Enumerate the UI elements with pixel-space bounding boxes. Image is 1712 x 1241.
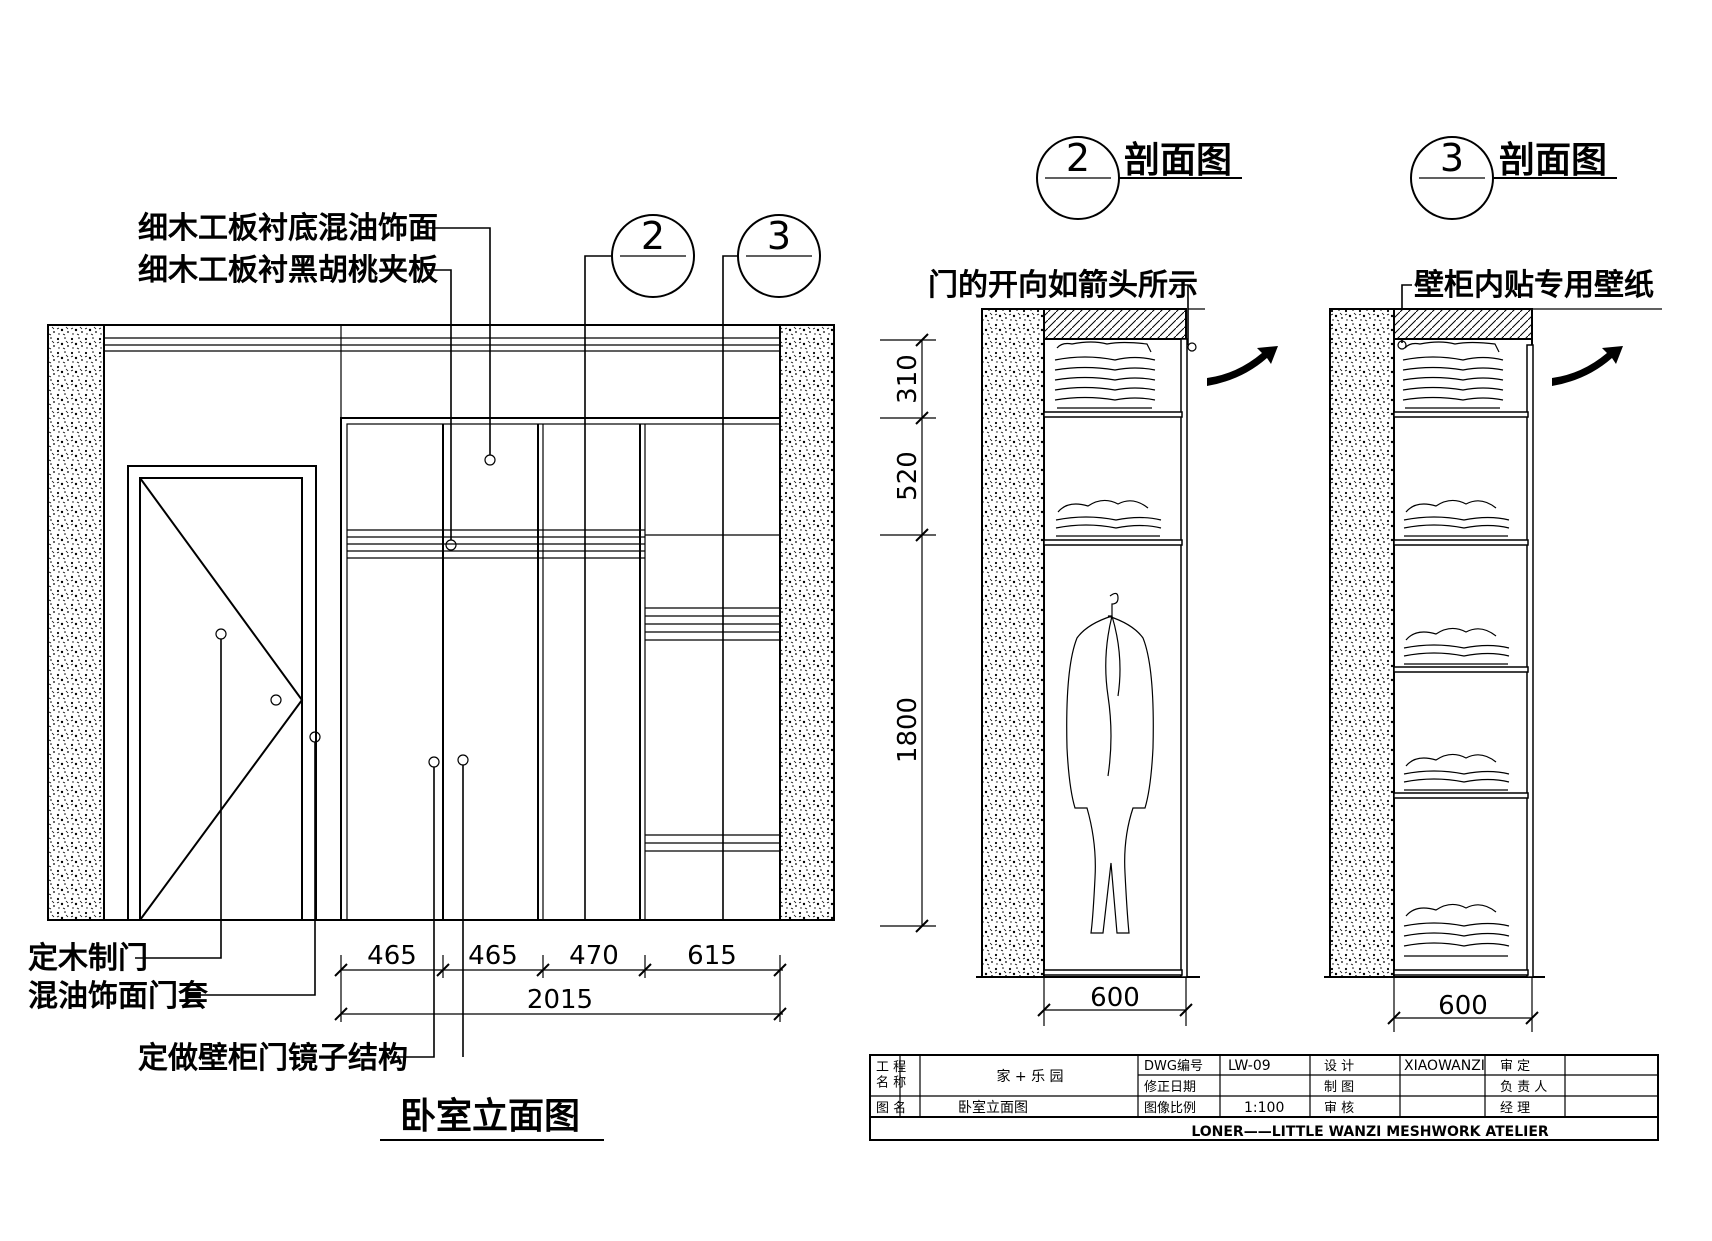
svg-text:DWG编号: DWG编号 — [1144, 1059, 1203, 1074]
section-2-bubble[interactable]: 2 — [1036, 136, 1120, 220]
svg-text:审 核: 审 核 — [1324, 1101, 1354, 1116]
svg-text:设 计: 设 计 — [1324, 1059, 1354, 1074]
section-3-title: 剖面图 — [1499, 140, 1607, 181]
folded-clothes-icon — [1403, 499, 1510, 537]
svg-text:XIAOWANZI: XIAOWANZI — [1404, 1058, 1485, 1074]
studio-name: LONER——LITTLE WANZI MESHWORK ATELIER — [1191, 1124, 1549, 1140]
svg-text:465: 465 — [367, 941, 417, 971]
section-3-wall — [1329, 308, 1395, 978]
wardrobe-frame — [340, 417, 781, 921]
svg-text:465: 465 — [468, 941, 518, 971]
folded-clothes-icon — [1402, 341, 1504, 409]
svg-text:经 理: 经 理 — [1500, 1101, 1530, 1116]
section-2-note: 门的开向如箭头所示 — [928, 268, 1198, 303]
svg-text:2: 2 — [1066, 136, 1090, 180]
svg-text:2: 2 — [641, 214, 665, 258]
right-wall-hatch — [779, 324, 835, 921]
left-wall-hatch — [47, 324, 105, 921]
hanging-coat-icon — [1066, 592, 1154, 934]
section-2-wall — [981, 308, 1045, 978]
svg-text:修正日期: 修正日期 — [1144, 1080, 1196, 1095]
svg-text:图像比例: 图像比例 — [1144, 1101, 1196, 1116]
svg-text:520: 520 — [893, 451, 923, 501]
svg-text:工 程名 称: 工 程名 称 — [876, 1060, 906, 1091]
svg-text:615: 615 — [687, 941, 737, 971]
section-3-bubble[interactable]: 3 — [1410, 136, 1494, 220]
elevation-bubble-3[interactable]: 3 — [737, 214, 821, 298]
svg-text:LW-09: LW-09 — [1228, 1058, 1271, 1074]
folded-clothes-icon — [1403, 627, 1510, 665]
section-3-note: 壁柜内贴专用壁纸 — [1414, 268, 1654, 303]
elevation-dimensions: 465 465 470 615 2015 — [334, 941, 787, 1022]
svg-text:家 + 乐 园: 家 + 乐 园 — [996, 1068, 1063, 1085]
svg-text:2015: 2015 — [527, 985, 593, 1015]
svg-text:1800: 1800 — [893, 697, 923, 763]
title-block: 工 程名 称 家 + 乐 园 图 名 卧室立面图 DWG编号 LW-09 修正日… — [869, 1054, 1659, 1141]
svg-text:310: 310 — [893, 354, 923, 404]
svg-text:审 定: 审 定 — [1500, 1059, 1530, 1074]
section-2-view: 2 剖面图 门的开向如箭头所示 — [880, 136, 1278, 1026]
folded-clothes-icon — [1403, 753, 1510, 791]
section-3-view: 3 剖面图 壁柜内贴专用壁纸 — [1324, 136, 1662, 1032]
svg-text:负 责 人: 负 责 人 — [1500, 1080, 1547, 1095]
svg-text:1:100: 1:100 — [1244, 1100, 1284, 1116]
svg-text:3: 3 — [1440, 136, 1464, 180]
folded-clothes-icon — [1403, 903, 1510, 957]
section-2-dimensions: 310 520 1800 600 — [880, 333, 1193, 1026]
section-3-dimensions: 600 — [1387, 977, 1539, 1032]
elevation-title: 卧室立面图 — [400, 1096, 580, 1137]
door-swing-arrow-icon — [1552, 346, 1623, 386]
svg-text:470: 470 — [569, 941, 619, 971]
svg-text:卧室立面图: 卧室立面图 — [958, 1099, 1028, 1116]
svg-text:600: 600 — [1438, 991, 1488, 1021]
label-walnut-veneer: 细木工板衬黑胡桃夹板 — [138, 253, 438, 288]
elevation-bubble-2[interactable]: 2 — [611, 214, 695, 298]
svg-text:3: 3 — [767, 214, 791, 258]
label-mirror-door: 定做壁柜门镜子结构 — [138, 1041, 408, 1076]
door-swing-line — [139, 477, 304, 921]
svg-text:600: 600 — [1090, 983, 1140, 1013]
label-custom-door: 定木制门 — [28, 941, 148, 976]
folded-clothes-icon — [1054, 341, 1156, 409]
door-casing — [127, 465, 317, 921]
svg-text:图 名: 图 名 — [876, 1100, 906, 1116]
label-door-casing: 混油饰面门套 — [28, 979, 208, 1014]
label-finish-oil: 细木工板衬底混油饰面 — [138, 211, 438, 246]
svg-text:制 图: 制 图 — [1324, 1080, 1354, 1095]
section-2-title: 剖面图 — [1124, 140, 1232, 181]
door-swing-arrow-icon — [1207, 346, 1278, 386]
folded-clothes-icon — [1055, 499, 1162, 537]
elevation-view: 2 3 细木工板衬底混油饰面 细木工板衬黑胡桃夹板 定木制门 混油饰面门套 定做… — [28, 211, 835, 1141]
